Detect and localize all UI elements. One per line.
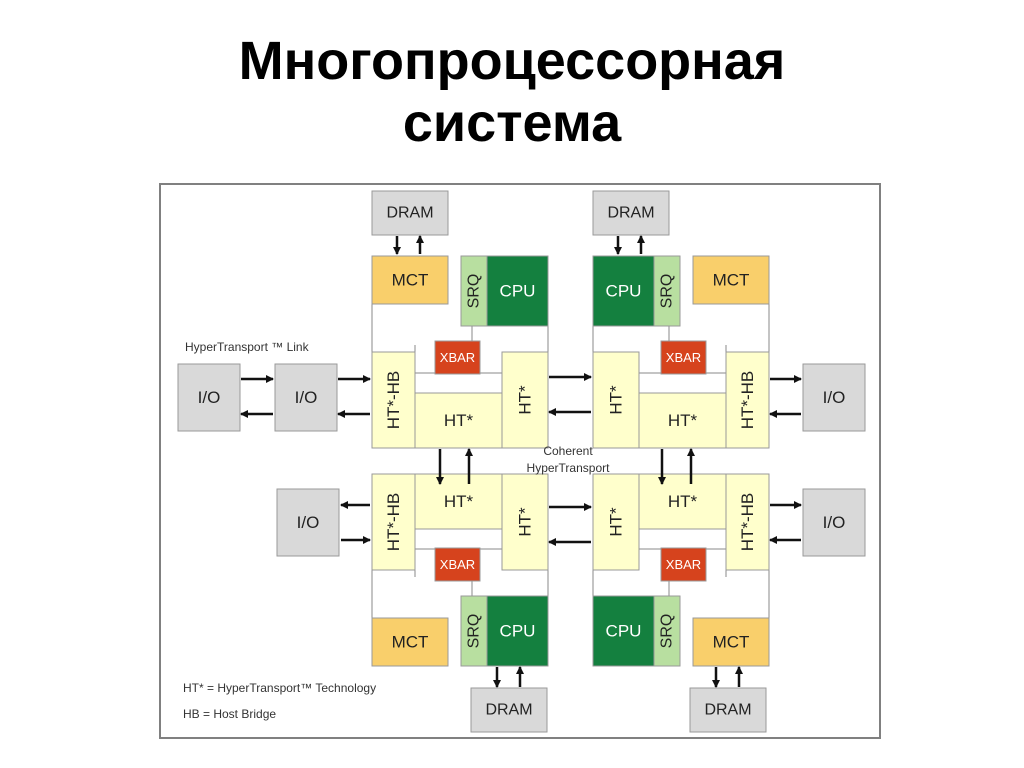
node-top-right-mct: MCT — [692, 255, 770, 305]
component-boxes: DRAM DRAM DRAM DRAM I/O I/O I/O I/O I/O MCT SRQ CPU… — [177, 190, 866, 733]
node-bottom-right-cpu-label: CPU — [606, 622, 642, 641]
node-top-right-hthb-label: HT*-HB — [738, 371, 757, 430]
arrows — [240, 235, 802, 688]
node-bottom-right-xbar-label: XBAR — [666, 557, 701, 572]
node-bottom-right-mct-label: MCT — [713, 633, 750, 652]
node-top-right-ht-label: HT* — [668, 411, 698, 430]
node-bottom-right-mct: MCT — [692, 617, 770, 667]
node-bottom-right-ht2: HT* — [592, 473, 640, 571]
node-top-left-mct: MCT — [371, 255, 449, 305]
coherent-label-line-2: HyperTransport — [527, 461, 611, 475]
slide-title-line-1: Многопроцессорная — [238, 31, 786, 91]
node-top-left-ht2: HT* — [501, 351, 549, 449]
node-bottom-left-cpu: CPU — [486, 595, 549, 667]
node-bottom-left-mct: MCT — [371, 617, 449, 667]
hypertransport-link-label: HyperTransport ™ Link — [185, 340, 310, 354]
node-top-left-ht: HT* — [414, 392, 503, 449]
io-right: I/O — [802, 363, 866, 432]
dram-top-right-label: DRAM — [607, 205, 654, 222]
node-top-right-cpu-label: CPU — [606, 282, 642, 301]
node-top-left-mct-label: MCT — [392, 271, 429, 290]
dram-top-left-label: DRAM — [386, 205, 433, 222]
node-top-right-cpu: CPU — [592, 255, 655, 327]
node-top-right-ht: HT* — [638, 392, 727, 449]
node-top-right-xbar-label: XBAR — [666, 350, 701, 365]
node-bottom-left-cpu-label: CPU — [500, 622, 536, 641]
connector-lines — [371, 304, 770, 618]
node-bottom-left-hthb: HT*-HB — [371, 473, 416, 571]
io-far-left-label: I/O — [198, 388, 221, 407]
node-bottom-left-mct-label: MCT — [392, 633, 429, 652]
node-top-left-xbar: XBAR — [434, 340, 481, 375]
node-top-right-srq-label: SRQ — [659, 274, 676, 309]
node-bottom-right-srq-label: SRQ — [659, 614, 676, 649]
node-bottom-right-ht-label: HT* — [668, 492, 698, 511]
node-bottom-right-hthb-label: HT*-HB — [738, 493, 757, 552]
io-far-left: I/O — [177, 363, 241, 432]
node-top-right-mct-label: MCT — [713, 271, 750, 290]
slide-title: Многопроцессорная система — [0, 30, 1024, 154]
dram-bottom-right: DRAM — [689, 687, 767, 733]
node-bottom-right-cpu: CPU — [592, 595, 655, 667]
io-left-label: I/O — [295, 388, 318, 407]
node-bottom-left-ht2: HT* — [501, 473, 549, 571]
node-bottom-right-srq: SRQ — [653, 595, 681, 667]
io-bottom-left-label: I/O — [297, 513, 320, 532]
dram-bottom-right-label: DRAM — [704, 702, 751, 719]
node-top-right-ht2: HT* — [592, 351, 640, 449]
node-bottom-left-xbar-label: XBAR — [440, 557, 475, 572]
legend-ht: HT* = HyperTransport™ Technology — [183, 681, 376, 695]
dram-top-right: DRAM — [592, 190, 670, 236]
node-top-left-hthb: HT*-HB — [371, 351, 416, 449]
legend-hb: HB = Host Bridge — [183, 707, 276, 721]
node-top-right-srq: SRQ — [653, 255, 681, 327]
node-bottom-right-xbar: XBAR — [660, 547, 707, 582]
node-bottom-right-ht: HT* — [638, 473, 727, 530]
node-top-left-xbar-label: XBAR — [440, 350, 475, 365]
coherent-label-line-1: Coherent — [543, 444, 593, 458]
node-top-left-hthb-label: HT*-HB — [384, 371, 403, 430]
node-bottom-left-ht2-label: HT* — [516, 507, 535, 537]
node-bottom-right-ht2-label: HT* — [607, 507, 626, 537]
node-top-right-ht2-label: HT* — [607, 385, 626, 415]
node-top-left-srq-label: SRQ — [466, 274, 483, 309]
io-bottom-right: I/O — [802, 488, 866, 557]
node-top-left-ht-label: HT* — [444, 411, 474, 430]
node-bottom-left-xbar: XBAR — [434, 547, 481, 582]
node-bottom-right-hthb: HT*-HB — [725, 473, 770, 571]
node-bottom-left-hthb-label: HT*-HB — [384, 493, 403, 552]
node-bottom-left-srq: SRQ — [460, 595, 488, 667]
io-left: I/O — [274, 363, 338, 432]
dram-bottom-left-label: DRAM — [485, 702, 532, 719]
node-bottom-left-ht: HT* — [414, 473, 503, 530]
io-right-label: I/O — [823, 388, 846, 407]
node-top-left-cpu: CPU — [486, 255, 549, 327]
node-top-left-cpu-label: CPU — [500, 282, 536, 301]
node-top-right-xbar: XBAR — [660, 340, 707, 375]
slide-title-line-2: система — [402, 93, 622, 153]
io-bottom-right-label: I/O — [823, 513, 846, 532]
dram-top-left: DRAM — [371, 190, 449, 236]
node-bottom-left-srq-label: SRQ — [466, 614, 483, 649]
dram-bottom-left: DRAM — [470, 687, 548, 733]
node-top-right-hthb: HT*-HB — [725, 351, 770, 449]
node-top-left-srq: SRQ — [460, 255, 488, 327]
node-top-left-ht2-label: HT* — [516, 385, 535, 415]
node-bottom-left-ht-label: HT* — [444, 492, 474, 511]
io-bottom-left: I/O — [276, 488, 340, 557]
